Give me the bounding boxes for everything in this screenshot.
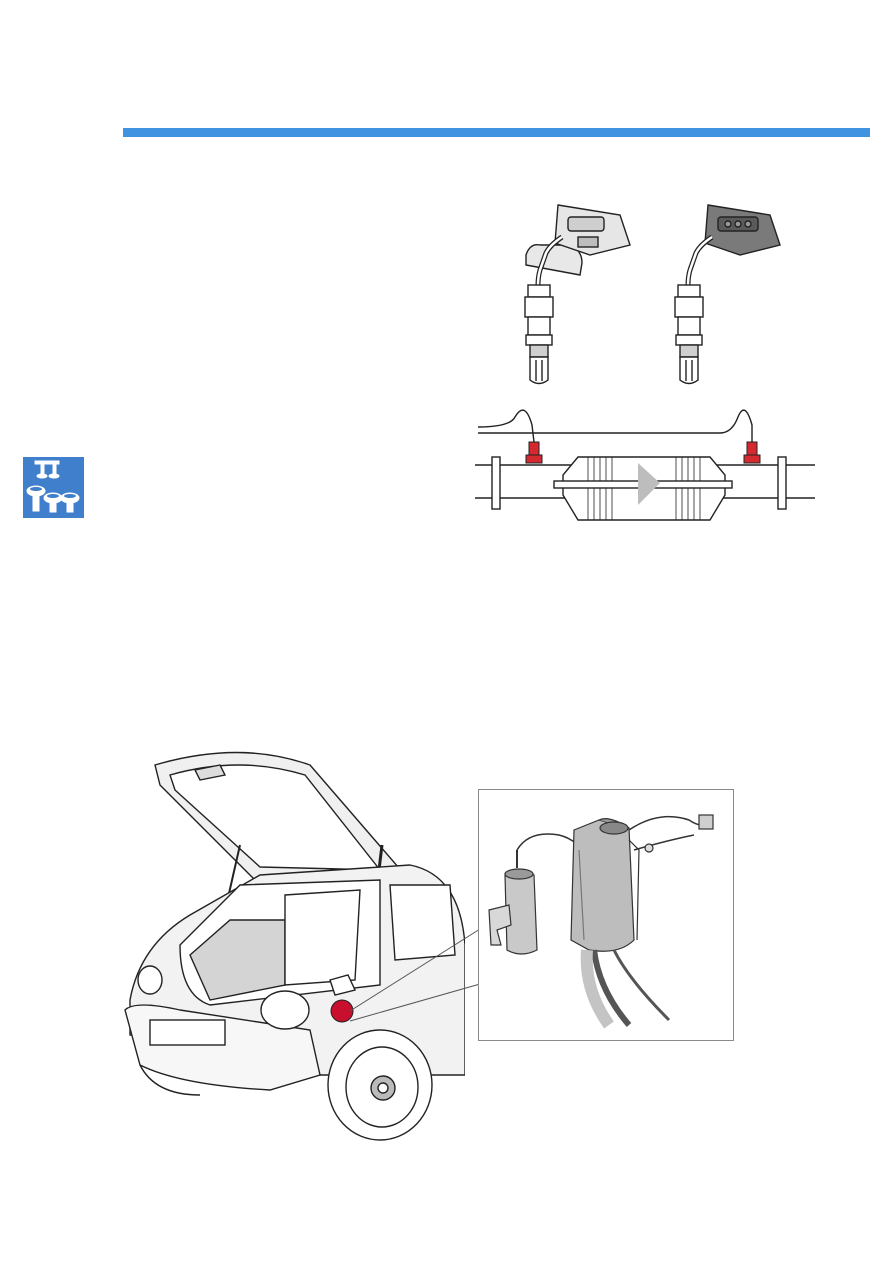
fuel-pump-location-marker bbox=[330, 999, 354, 1023]
fuel-pump-assembly-illustration bbox=[488, 814, 714, 1029]
callout-lines bbox=[349, 928, 481, 1022]
fuel-pump-detail-frame bbox=[478, 789, 734, 1041]
sensor-port-markers bbox=[525, 441, 761, 464]
downstream-oxygen-sensor bbox=[674, 204, 781, 385]
header-rule bbox=[123, 128, 870, 137]
exhaust-pipe bbox=[475, 456, 815, 521]
upstream-oxygen-sensor bbox=[524, 204, 631, 385]
oxygen-sensors-catalytic-converter-illustration bbox=[475, 204, 815, 521]
car-rear-hatch-illustration bbox=[124, 751, 465, 1141]
vehicle-systems-icon bbox=[23, 457, 84, 518]
